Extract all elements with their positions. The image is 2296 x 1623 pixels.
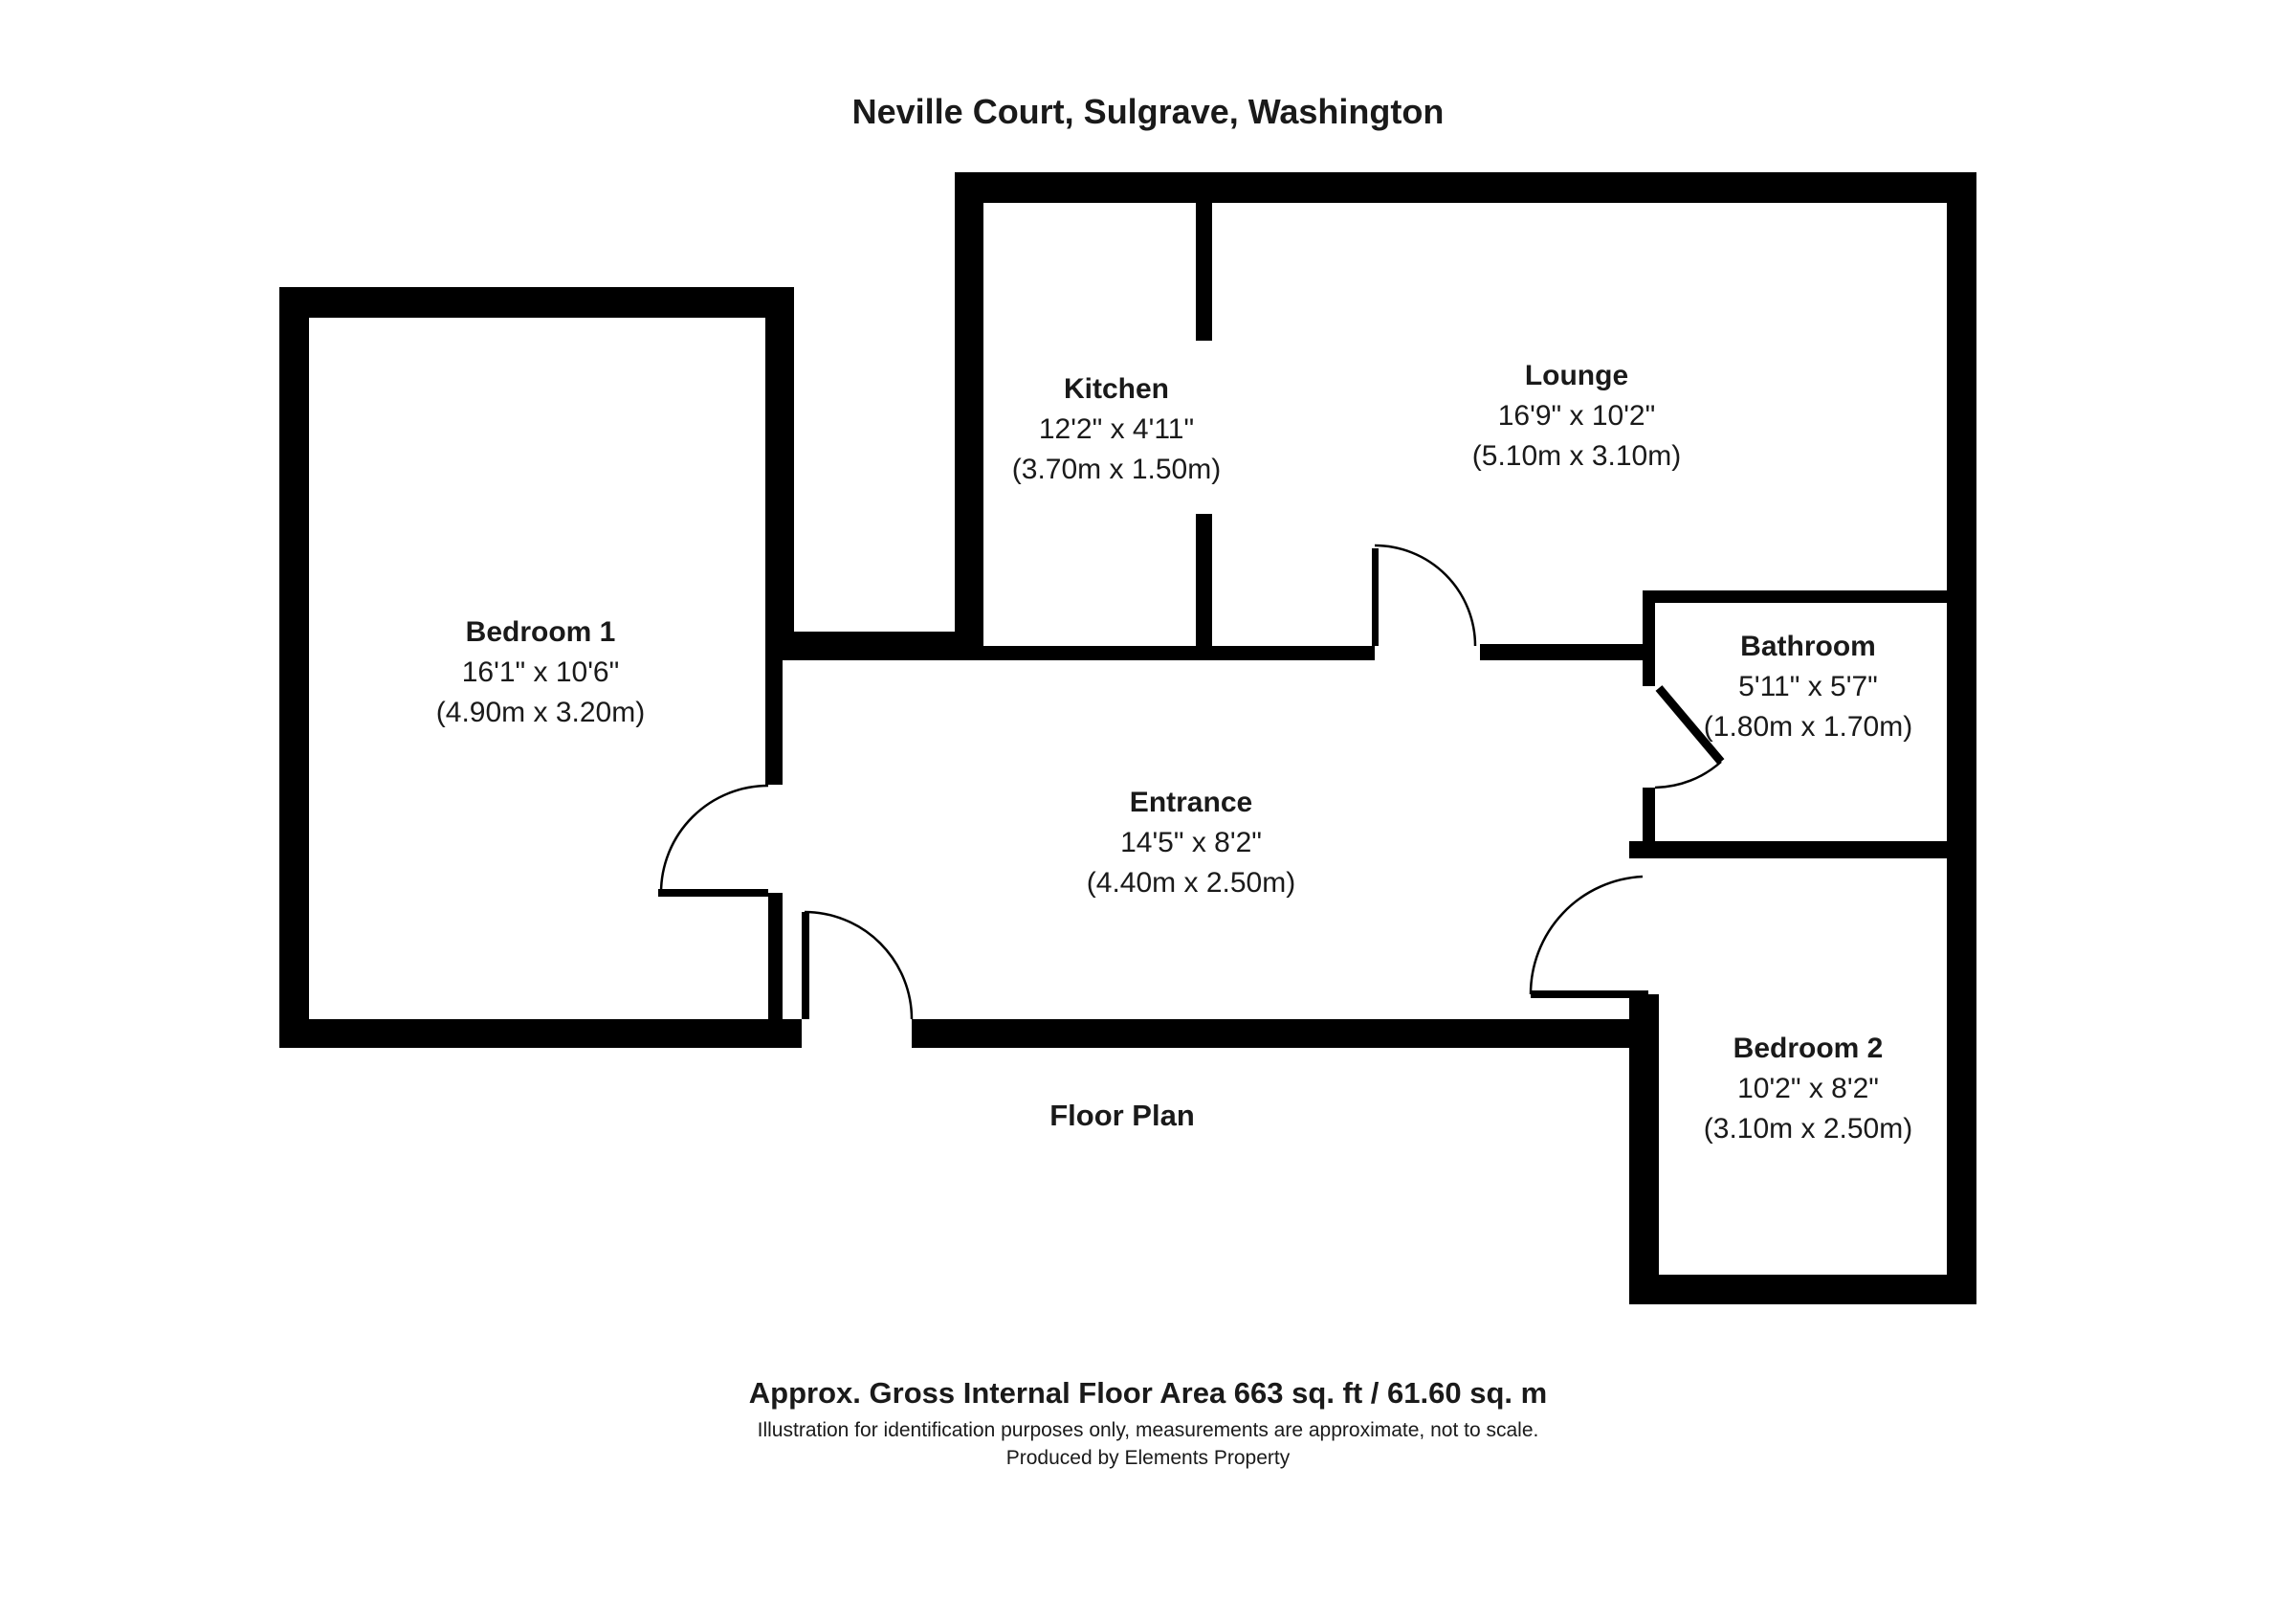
room-dim-metric: (5.10m x 3.10m) [1471, 440, 1682, 472]
wall-bedroom1-left [279, 287, 309, 1048]
wall-bedroom1-right-upper [765, 287, 794, 660]
bedroom2-door-leaf [1531, 990, 1648, 998]
room-name: Bedroom 1 [465, 616, 616, 648]
room-label-entrance: Entrance 14'5" x 8'2" (4.40m x 2.50m) [1087, 783, 1295, 903]
bedroom1-door-leaf [658, 889, 768, 897]
wall-bathroom-left-upper [1643, 590, 1655, 686]
lounge-door-arc [1374, 544, 1477, 647]
wall-lounge-door-stub [1372, 548, 1379, 646]
bathroom-door-arc [1654, 761, 1722, 789]
bedroom2-door-arc [1529, 875, 1644, 995]
wall-right-outer [1947, 172, 1976, 1304]
wall-kitchen-lounge-divider-upper [1196, 203, 1212, 341]
room-label-kitchen: Kitchen 12'2" x 4'11" (3.70m x 1.50m) [1012, 369, 1221, 490]
wall-bottom-right [912, 1019, 1643, 1048]
wall-bedroom1-partition [765, 660, 783, 785]
wall-bedroom2-bottom [1629, 1275, 1976, 1304]
room-name: Bedroom 2 [1733, 1033, 1884, 1064]
wall-bedroom1-door-stub [768, 893, 783, 1019]
walls [279, 172, 1976, 1304]
footer-disclaimer: Illustration for identification purposes… [757, 1419, 1539, 1441]
floor-plan-caption: Floor Plan [1049, 1099, 1195, 1132]
footer-credit: Produced by Elements Property [1005, 1447, 1291, 1469]
room-label-bathroom: Bathroom 5'11" x 5'7" (1.80m x 1.70m) [1704, 627, 1912, 747]
doors [658, 544, 1725, 1020]
wall-bedroom1-top [279, 287, 794, 318]
room-dim-metric: (4.40m x 2.50m) [1086, 867, 1296, 899]
room-label-bedroom-2: Bedroom 2 10'2" x 8'2" (3.10m x 2.50m) [1704, 1029, 1912, 1149]
room-dim-imperial: 16'9" x 10'2" [1497, 400, 1656, 432]
bedroom1-door-arc [659, 784, 769, 894]
room-dim-imperial: 16'1" x 10'6" [461, 656, 620, 688]
room-label-lounge: Lounge 16'9" x 10'2" (5.10m x 3.10m) [1472, 356, 1681, 477]
room-dim-metric: (3.70m x 1.50m) [1011, 454, 1222, 485]
page-title: Neville Court, Sulgrave, Washington [851, 92, 1445, 131]
footer-area-line: Approx. Gross Internal Floor Area 663 sq… [748, 1376, 1548, 1410]
room-dim-imperial: 10'2" x 8'2" [1737, 1073, 1879, 1104]
wall-bathroom-bottom [1629, 841, 1976, 858]
wall-top-outer [955, 172, 1976, 203]
room-name: Kitchen [1063, 373, 1170, 405]
bathroom-door-leaf [1655, 685, 1725, 765]
room-label-bedroom-1: Bedroom 1 16'1" x 10'6" (4.90m x 3.20m) [436, 612, 645, 733]
wall-kitchen-left-outer [955, 172, 983, 660]
room-dim-metric: (1.80m x 1.70m) [1703, 711, 1913, 743]
room-name: Bathroom [1740, 631, 1876, 662]
wall-entrance-top-left [765, 632, 976, 660]
room-dim-imperial: 12'2" x 4'11" [1038, 413, 1195, 445]
wall-kitchen-lounge-divider-lower [1196, 514, 1212, 660]
wall-bottom-left [279, 1019, 802, 1048]
room-dim-metric: (3.10m x 2.50m) [1703, 1113, 1913, 1145]
room-dim-imperial: 14'5" x 8'2" [1120, 827, 1262, 858]
room-name: Entrance [1129, 787, 1253, 818]
room-dim-imperial: 5'11" x 5'7" [1738, 671, 1878, 702]
wall-entrance-top-right [1480, 644, 1655, 660]
room-dim-metric: (4.90m x 3.20m) [435, 697, 646, 728]
wall-kitchen-lounge-bottom [976, 646, 1375, 660]
front-door-arc [804, 910, 914, 1020]
wall-bathroom-left-lower [1643, 788, 1655, 858]
room-name: Lounge [1524, 360, 1629, 391]
wall-bathroom-top [1643, 590, 1947, 603]
front-door-leaf [802, 912, 809, 1019]
